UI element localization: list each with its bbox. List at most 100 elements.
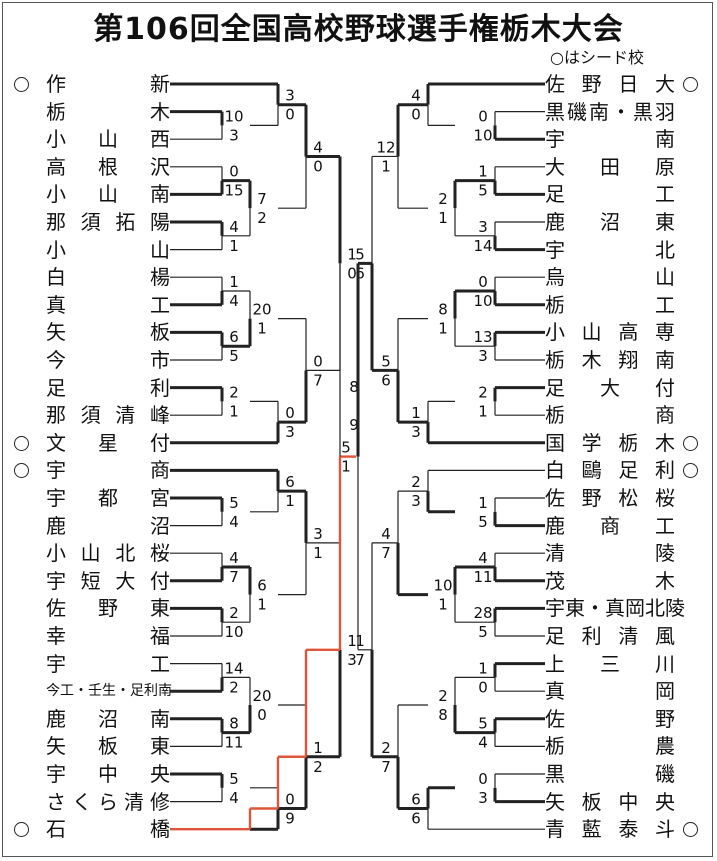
score-L1w: 1 (285, 492, 295, 510)
right-team-10: 小山高専 (545, 320, 675, 345)
score-R1j: 14 (473, 237, 492, 255)
right-team-5: 足工 (545, 182, 675, 207)
right-team-17: 鹿商工 (545, 513, 675, 538)
score-R1k: 0 (478, 273, 488, 291)
left-team-15: 宇商 (46, 458, 170, 483)
score-R2d: 6 (381, 371, 391, 389)
score-R1al: 3 (478, 789, 488, 807)
score-R1h: 1 (438, 209, 448, 227)
score-L1k: 1 (229, 273, 239, 291)
score-L1an: 9 (285, 810, 295, 828)
seed-mark-icon (683, 77, 698, 92)
score-R1d: 10 (473, 126, 492, 144)
score-R1ah: 8 (438, 706, 448, 724)
seed-mark-icon (683, 435, 698, 451)
score-R1ae: 1 (478, 659, 488, 677)
score-R1w: 1 (478, 494, 488, 512)
score-L1al: 4 (229, 789, 239, 807)
score-L1ag: 20 (252, 687, 271, 705)
score-L2h: 2 (313, 758, 323, 776)
score-L1u: 6 (285, 473, 295, 491)
left-team-20: 佐野東 (46, 596, 170, 621)
score-L1h: 4 (229, 218, 239, 236)
score-R1g: 5 (478, 182, 488, 200)
score-R1u: 2 (411, 473, 421, 491)
left-team-17: 鹿沼 (46, 513, 170, 538)
right-team-12: 足大付 (545, 375, 675, 400)
score-R1ag: 0 (478, 678, 488, 696)
score-R2c: 5 (381, 352, 391, 370)
score-R1m: 10 (473, 292, 492, 310)
right-team-15: 白鷗足利 (545, 458, 675, 483)
score-L1x: 4 (229, 513, 239, 531)
score-L2f: 1 (313, 544, 323, 562)
score-R1am: 6 (411, 791, 421, 809)
score-L1o: 1 (257, 320, 267, 338)
seed-mark-icon (14, 77, 29, 92)
left-team-2: 栃木 (46, 99, 170, 124)
right-team-3: 宇南 (545, 127, 675, 152)
right-team-22: 上三川 (545, 651, 675, 676)
score-R2f: 7 (381, 544, 391, 562)
score-R1a: 4 (411, 87, 421, 105)
right-team-2: 黒磯南・黒羽 (545, 99, 675, 124)
score-R1e: 1 (478, 163, 488, 181)
score-F1: 8 (349, 378, 359, 396)
score-L3a: 1 (347, 245, 357, 263)
right-team-19: 茂木 (545, 568, 675, 593)
score-R1q: 2 (478, 383, 488, 401)
score-R1ai: 5 (478, 715, 488, 733)
right-team-24: 佐野 (545, 706, 675, 731)
score-R1an: 6 (411, 810, 421, 828)
score-L2c: 0 (313, 352, 323, 370)
left-team-11: 今市 (46, 348, 170, 372)
left-team-23: 今工・壬生・足利南 (46, 683, 172, 700)
score-L1l: 20 (252, 301, 271, 319)
score-R1aa: 11 (473, 568, 492, 586)
left-team-25: 矢板東 (46, 734, 170, 759)
score-L1af: 2 (229, 678, 239, 696)
left-team-19: 宇短大付 (46, 568, 170, 593)
seed-mark-icon (683, 822, 698, 838)
score-L1n: 6 (229, 328, 239, 346)
left-team-8: 白楊 (46, 265, 170, 290)
score-L1t: 3 (285, 423, 295, 441)
right-team-7: 宇北 (545, 237, 675, 262)
right-team-9: 栃工 (545, 292, 675, 317)
score-R1c: 0 (478, 107, 488, 125)
score-R1o: 13 (473, 328, 492, 346)
score-R1ab: 1 (438, 596, 448, 614)
score-L1v: 5 (229, 494, 239, 512)
score-R1af: 2 (438, 687, 448, 705)
score-R1ak: 0 (478, 770, 488, 788)
right-team-6: 鹿沼東 (545, 210, 675, 234)
score-L1i: 2 (257, 209, 267, 227)
score-R1ac: 28 (473, 604, 492, 622)
seed-mark-icon (683, 463, 698, 479)
score-R1aj: 4 (478, 734, 488, 752)
score-L3d: 3 (347, 651, 357, 669)
right-team-26: 黒磯 (545, 762, 675, 786)
left-team-24: 鹿沼南 (46, 706, 170, 731)
score-R2b: 1 (381, 157, 391, 175)
left-team-6: 那須拓陽 (46, 210, 170, 234)
seed-mark-icon (14, 822, 29, 838)
score-L1s: 0 (285, 404, 295, 422)
score-L1aa: 6 (257, 577, 267, 595)
right-team-18: 清陵 (545, 541, 675, 566)
seed-mark-icon (14, 435, 29, 451)
page-title: 第106回全国高校野球選手権栃木大会 (93, 12, 624, 47)
score-R1i: 3 (478, 218, 488, 236)
right-team-28: 青藍泰斗 (545, 817, 675, 842)
score-R3c: 1 (355, 632, 365, 650)
right-team-4: 大田原 (545, 154, 675, 179)
score-R2e: 4 (381, 525, 391, 543)
score-L1ae: 14 (224, 659, 243, 677)
score-L1e: 0 (229, 163, 239, 181)
left-team-1: 作新 (46, 72, 170, 96)
left-team-7: 小山 (46, 237, 170, 262)
right-team-21: 足利清風 (545, 624, 675, 648)
left-team-5: 小山南 (46, 182, 170, 207)
score-R1v: 3 (411, 492, 421, 510)
